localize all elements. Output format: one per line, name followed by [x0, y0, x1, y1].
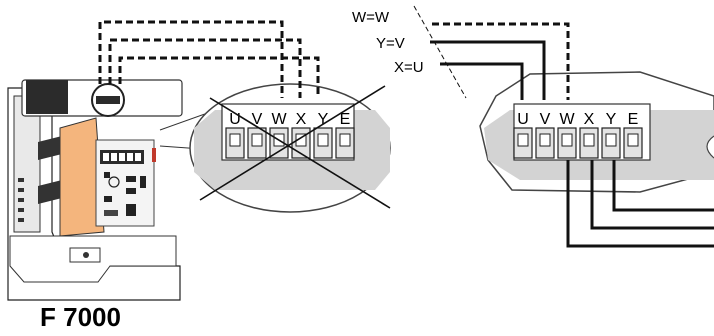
- solid-wires-bottom: [566, 160, 714, 248]
- dashed-wires-left: [98, 20, 320, 98]
- right-terminal-label-x: X: [584, 111, 595, 128]
- left-terminal-label-w: W: [271, 111, 287, 128]
- right-terminal-screw-u: [517, 133, 529, 147]
- device-f7000: [7, 79, 183, 301]
- right-terminal-screw-w: [561, 133, 573, 147]
- left-terminal-label-y: Y: [318, 111, 329, 128]
- right-terminal-screw-v: [539, 133, 551, 147]
- divider-line: [413, 5, 467, 99]
- label-x-equals-u: X=U: [394, 59, 424, 76]
- right-terminal-screw-y: [605, 133, 617, 147]
- solid-wires-top: [430, 40, 546, 100]
- right-terminal-screw-x: [583, 133, 595, 147]
- left-terminal-screw-u: [229, 133, 241, 147]
- left-terminal-label-x: X: [296, 111, 307, 128]
- left-terminal-label-v: V: [252, 111, 263, 128]
- left-terminal-label-u: U: [229, 111, 241, 128]
- left-terminal-screw-v: [251, 133, 263, 147]
- right-terminal-label-y: Y: [606, 111, 617, 128]
- product-label: F 7000: [40, 302, 121, 331]
- label-y-equals-v: Y=V: [376, 35, 405, 52]
- right-terminal-label-u: U: [517, 111, 529, 128]
- left-terminal-screw-e: [339, 133, 351, 147]
- left-terminal-label-e: E: [340, 111, 351, 128]
- left-terminal-screw-y: [317, 133, 329, 147]
- right-terminal-label-w: W: [559, 111, 575, 128]
- label-w-equals-w: W=W: [352, 9, 390, 26]
- right-terminal-label-v: V: [540, 111, 551, 128]
- dashed-wire-w: [432, 22, 570, 100]
- right-terminal-screw-e: [627, 133, 639, 147]
- left-zoom-cross: [199, 85, 391, 209]
- right-terminal-label-e: E: [628, 111, 639, 128]
